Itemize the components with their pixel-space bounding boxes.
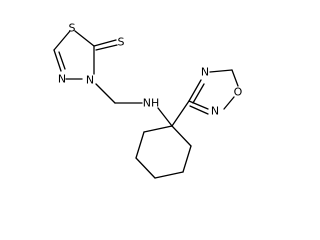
atom-label-ox-n-lower: N [211,105,219,118]
bond-c5-n4-inner [58,51,66,70]
bond-c2-thione-s-inner [95,44,118,51]
bond-cy-5-6 [135,131,145,159]
bond-cy-1-2 [171,125,192,147]
atom-label-ox-n-upper: N [201,66,209,79]
molecule-structure: S S N N NH N O N [53,21,243,179]
atom-label-ring-s: S [69,22,76,35]
bond-c2-thione-s [93,39,117,47]
atom-label-amine-nh: NH [143,97,160,110]
atom-label-ring-n-lower: N [86,74,94,87]
bond-ox-n4-c5 [209,69,233,73]
bond-ox-o1-n2 [223,96,235,110]
bond-nh-cq [157,107,173,127]
bond-cy-2-3 [182,145,192,173]
bond-group [53,30,239,179]
bond-cy-3-4 [154,171,184,179]
bond-ox-c3-n4 [188,79,202,102]
bond-ox-c5-o1 [231,69,239,87]
atom-labels: S S N N NH N O N [58,22,243,118]
bond-cy-4-5 [135,157,156,179]
bond-ox-n2-c3-inner [189,105,209,115]
bond-cy-6-1 [143,125,173,133]
bond-ring-s-c5 [53,30,71,51]
atom-label-thione-s: S [118,36,125,49]
atom-label-ox-o: O [234,86,243,99]
bond-c5-n4 [53,49,62,72]
bond-cq-ox-c3 [171,100,190,127]
bond-n3-ch2 [95,83,116,104]
bond-ox-c3-n4-inner [192,83,205,104]
bond-c2-ring-s [74,30,95,47]
bond-ox-n2-c3 [188,100,209,110]
atom-label-ring-n-upper: N [58,73,66,86]
